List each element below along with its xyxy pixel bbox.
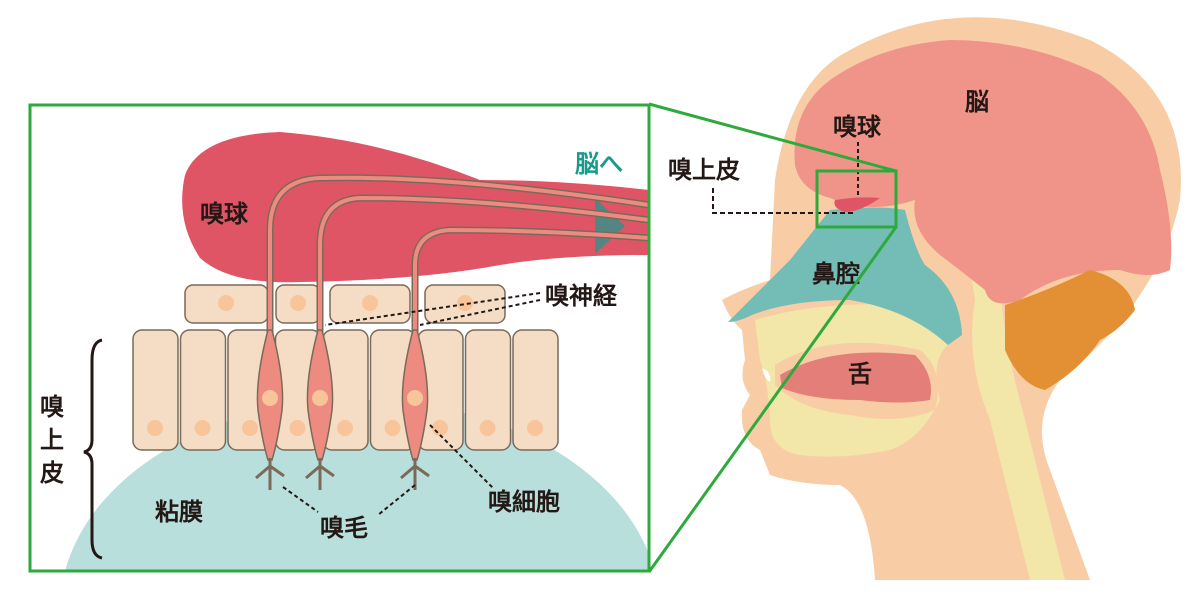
label-mucosa: 粘膜: [155, 498, 203, 526]
nasal-cavity: [728, 207, 962, 345]
brain: [794, 40, 1172, 304]
zoom-indicator: [647, 102, 898, 573]
epithelial-cells: [132, 329, 559, 451]
epithelial-cell: [132, 329, 179, 451]
cell-nucleus: [432, 420, 448, 436]
olfactory-neuron: [305, 329, 335, 490]
label-head-epithelium: 嗅上皮: [668, 156, 740, 184]
cell-nucleus: [147, 420, 163, 436]
label-olfactory-bulb: 嗅球: [200, 200, 249, 228]
olfactory-neuron: [400, 329, 430, 490]
label-brain: 脳: [965, 88, 989, 116]
inset-frame: [28, 103, 651, 573]
epithelial-cell: [512, 329, 559, 451]
inset-detail: 脳へ 嗅球 嗅神経 嗅 上 皮 粘膜 嗅毛 嗅細胞: [28, 103, 651, 573]
cell-nucleus: [289, 420, 306, 436]
label-tongue: 舌: [848, 360, 872, 388]
nerve-fibers-inner: [268, 175, 649, 345]
olfactory-neuron: [255, 329, 285, 490]
label-head-olfactory-bulb: 嗅球: [833, 113, 882, 141]
head-illustration: 脳 嗅球 嗅上皮 鼻腔 舌: [668, 17, 1181, 581]
label-epithelium-3: 皮: [40, 459, 64, 487]
olfactory-bulb: [182, 132, 649, 283]
label-to-brain: 脳へ: [575, 150, 623, 178]
label-epithelium-1: 嗅: [40, 393, 64, 421]
label-olfactory-cell: 嗅細胞: [488, 488, 560, 516]
leader-head-epithelium: [712, 188, 855, 214]
tongue: [780, 352, 931, 403]
epithelial-cell: [179, 329, 227, 451]
label-cilia: 嗅毛: [320, 514, 368, 542]
cell-nucleus: [242, 420, 258, 436]
cell-nucleus: [479, 420, 496, 436]
teeth: [762, 368, 771, 382]
label-olfactory-nerve: 嗅神経: [545, 282, 618, 310]
spine: [970, 270, 1065, 580]
epithelium-brace: [83, 338, 103, 560]
cerebellum: [1005, 270, 1135, 390]
cell-nucleus: [194, 420, 211, 436]
cell-nucleus: [337, 420, 353, 436]
label-epithelium-2: 上: [40, 426, 64, 454]
label-nasal-cavity: 鼻腔: [812, 260, 860, 288]
top-nuclei: [218, 295, 473, 311]
olfactory-neurons: [255, 329, 430, 490]
cell-nucleus: [384, 420, 401, 436]
leader-lines: [282, 292, 541, 516]
cell-nucleus: [527, 420, 543, 436]
epithelial-cell: [464, 329, 512, 451]
olfactory-bulb-small: [834, 197, 880, 212]
